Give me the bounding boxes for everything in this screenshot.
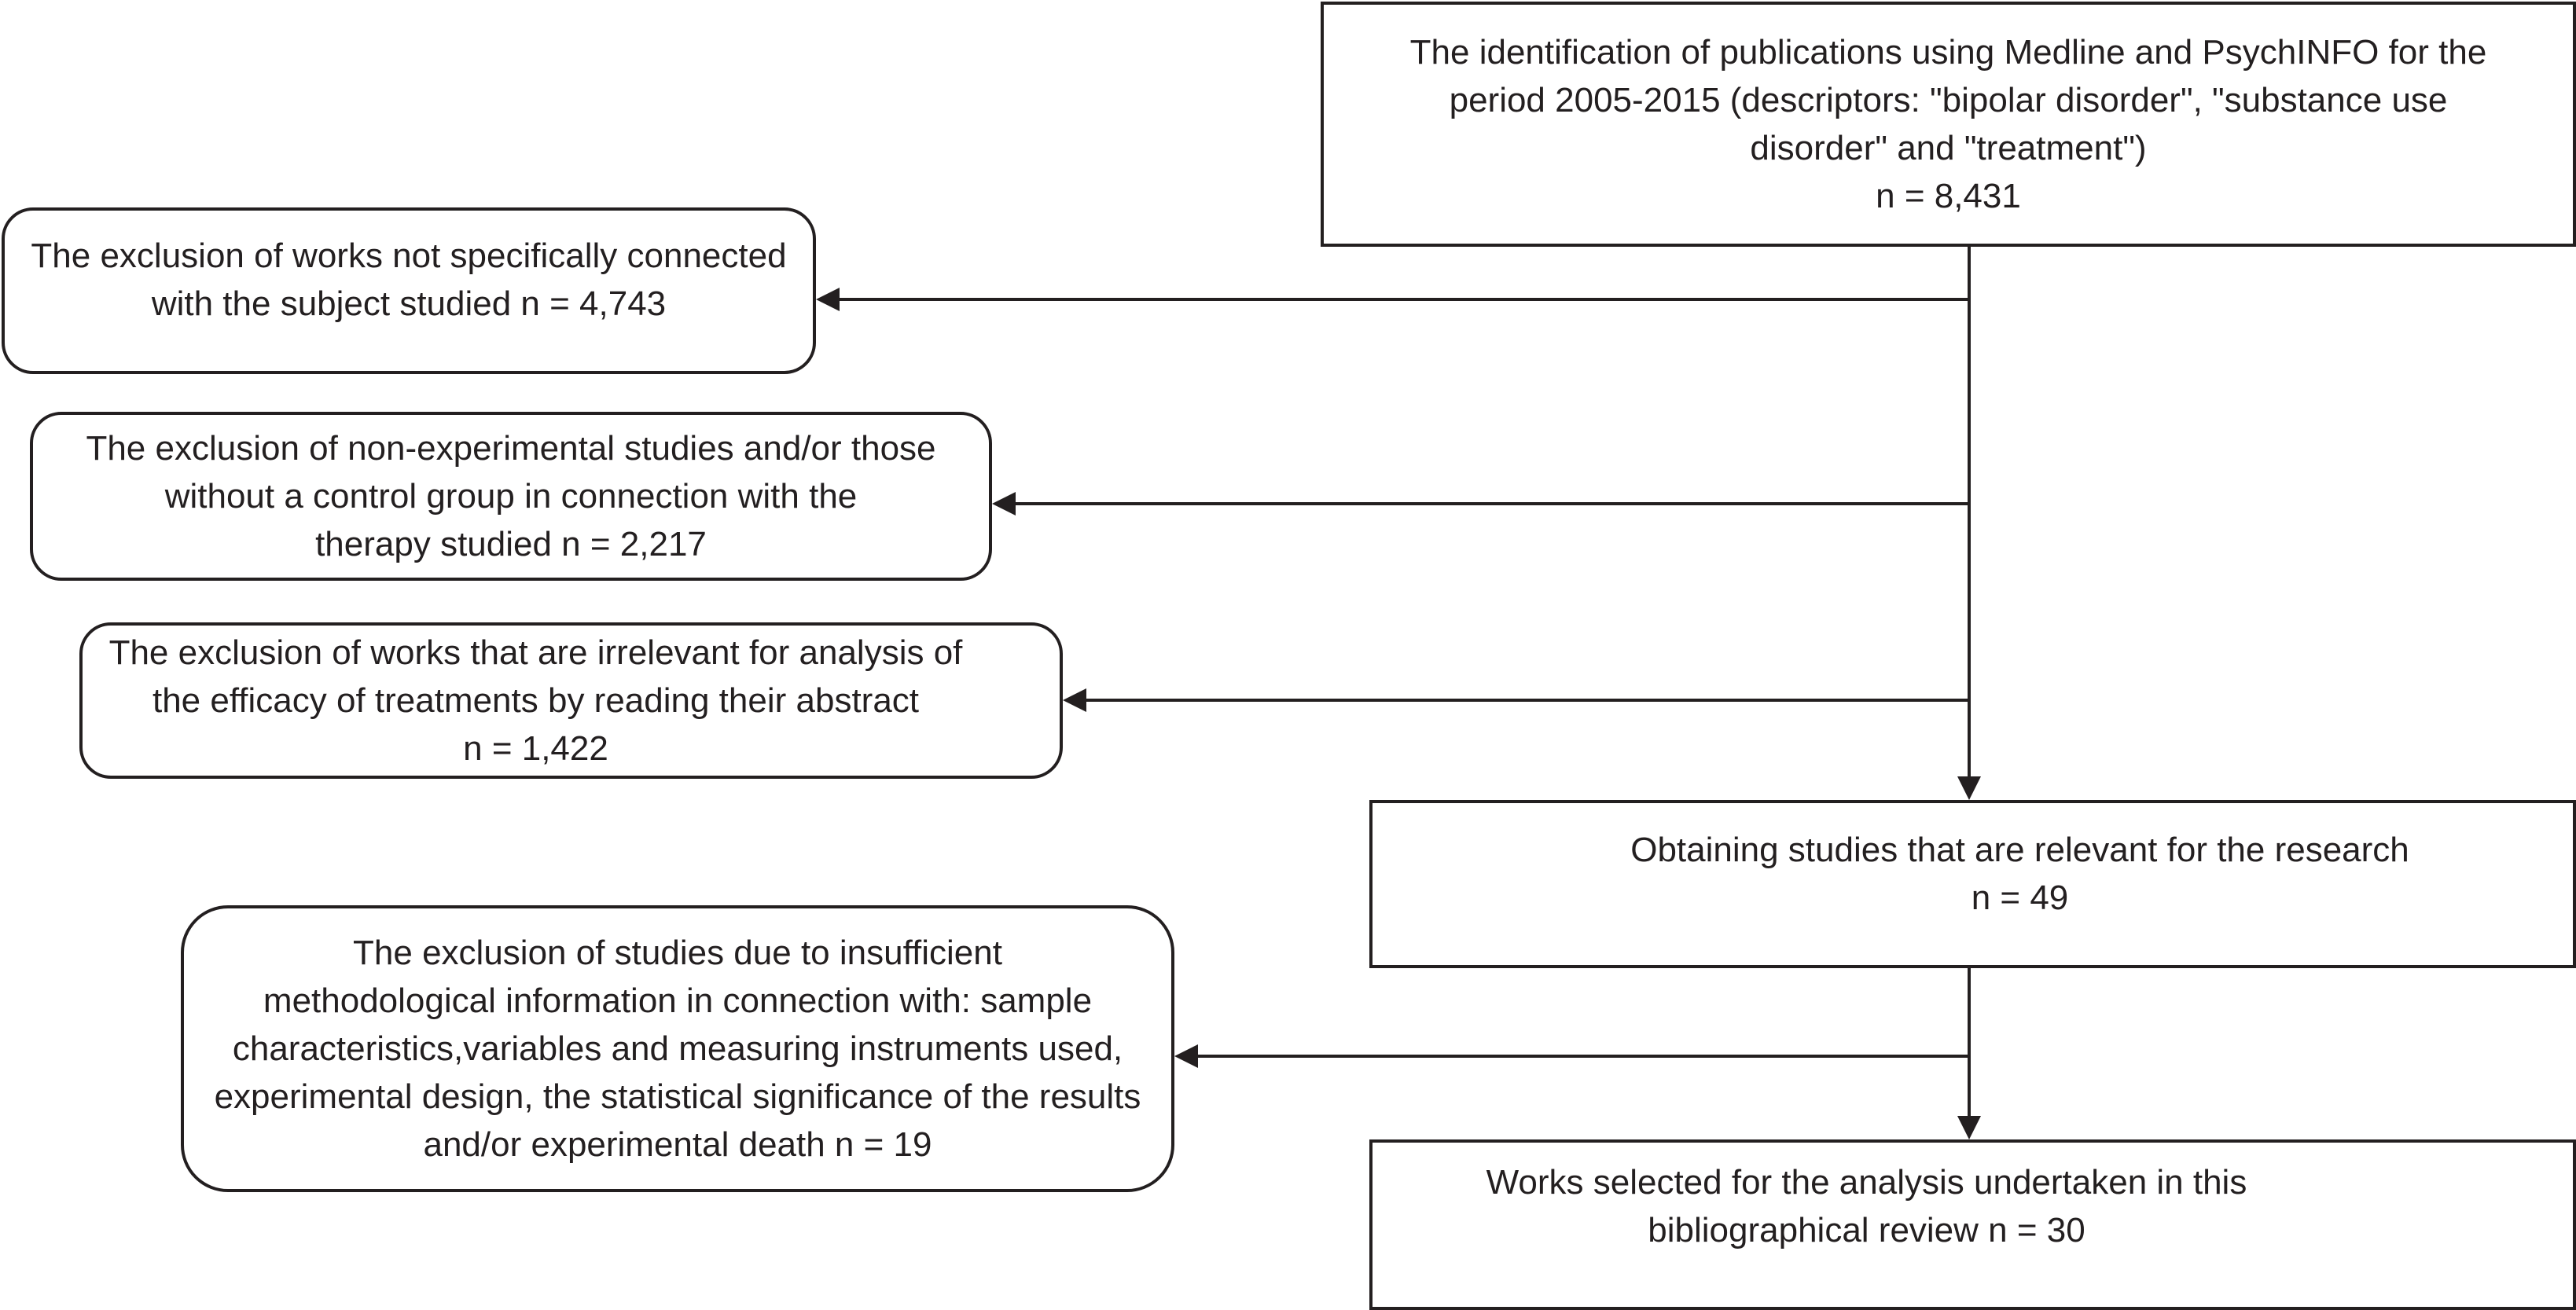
exclusion-2-text-line-1: The exclusion of non-experimental studie… bbox=[86, 429, 936, 468]
exclusion-1-text-line-1: The exclusion of works not specifically … bbox=[31, 237, 787, 275]
exclusion-box-non-experimental: The exclusion of non-experimental studie… bbox=[30, 412, 992, 581]
exclusion-4-text-line-2: methodological information in connection… bbox=[263, 982, 1093, 1020]
exclusion-box-irrelevant-abstract: The exclusion of works that are irreleva… bbox=[79, 622, 1063, 779]
exclusion-box-unrelated: The exclusion of works not specifically … bbox=[2, 207, 816, 374]
arrow-to-selected-head bbox=[1957, 1116, 1981, 1139]
identification-box: The identification of publications using… bbox=[1321, 2, 2576, 247]
selected-works-box: Works selected for the analysis undertak… bbox=[1369, 1139, 2576, 1310]
exclusion-4-text-line-3: characteristics,variables and measuring … bbox=[232, 1029, 1123, 1068]
exclusion-4-text-line-1: The exclusion of studies due to insuffic… bbox=[353, 934, 1002, 972]
exclusion-3-text-line-1: The exclusion of works that are irreleva… bbox=[108, 633, 963, 672]
exclusion-1-text-line-2: with the subject studied n = 4,743 bbox=[151, 284, 667, 323]
identification-count: n = 8,431 bbox=[1876, 177, 2021, 215]
selected-text-line-1: Works selected for the analysis undertak… bbox=[1486, 1163, 2247, 1202]
exclusion-2-text-line-3: therapy studied n = 2,217 bbox=[315, 525, 707, 563]
identification-text-line-3: disorder" and "treatment") bbox=[1750, 129, 2147, 167]
exclusion-2-text-line-2: without a control group in connection wi… bbox=[164, 477, 858, 516]
selected-text-line-2: bibliographical review n = 30 bbox=[1648, 1211, 2085, 1249]
arrow-to-exclusion-3-head bbox=[1063, 688, 1086, 712]
relevant-studies-box: Obtaining studies that are relevant for … bbox=[1369, 800, 2576, 968]
arrow-to-exclusion-1-head bbox=[816, 288, 840, 311]
exclusion-4-text-line-4: experimental design, the statistical sig… bbox=[214, 1077, 1141, 1116]
identification-text-line-2: period 2005-2015 (descriptors: "bipolar … bbox=[1449, 81, 2448, 119]
arrow-to-exclusion-2-head bbox=[992, 492, 1016, 516]
arrow-to-exclusion-4-head bbox=[1174, 1044, 1198, 1068]
exclusion-3-text-line-3: n = 1,422 bbox=[463, 729, 608, 768]
exclusion-4-text-line-5: and/or experimental death n = 19 bbox=[423, 1125, 932, 1164]
relevant-text-line-1: Obtaining studies that are relevant for … bbox=[1630, 831, 2409, 869]
arrow-to-relevant-head bbox=[1957, 776, 1981, 800]
exclusion-3-text-line-2: the efficacy of treatments by reading th… bbox=[152, 681, 920, 720]
identification-text-line-1: The identification of publications using… bbox=[1409, 33, 2487, 72]
relevant-count: n = 49 bbox=[1971, 879, 2069, 917]
exclusion-box-insufficient-information: The exclusion of studies due to insuffic… bbox=[181, 905, 1174, 1192]
